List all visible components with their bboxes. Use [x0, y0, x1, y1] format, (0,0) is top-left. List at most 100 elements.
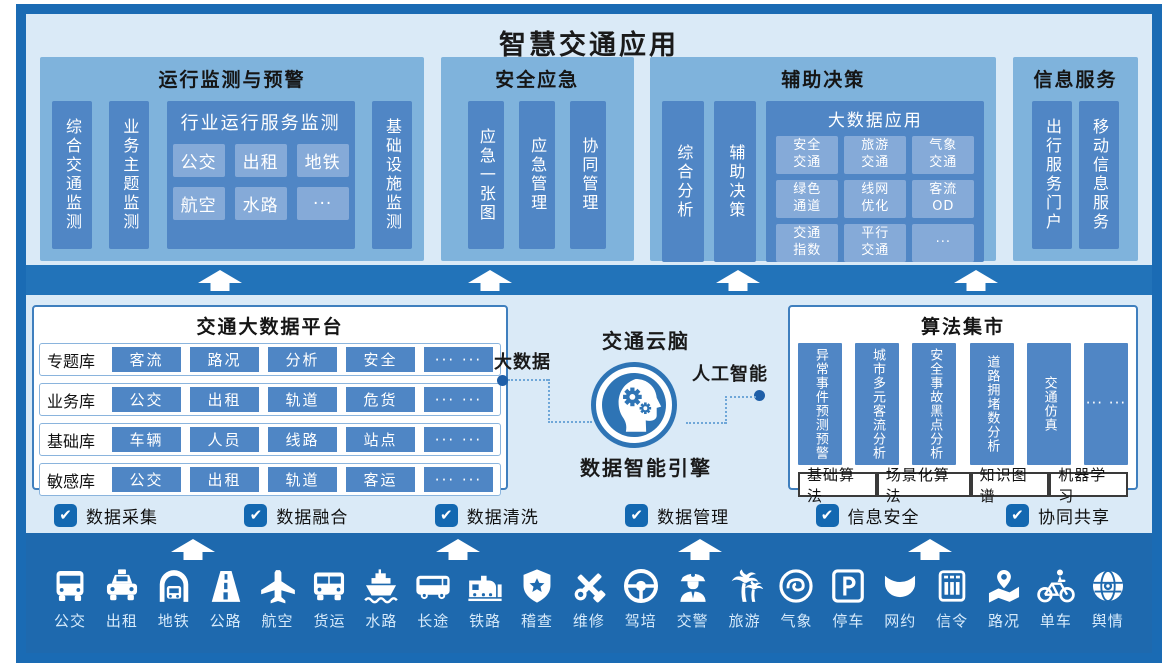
- up-arrow-icon: [468, 270, 512, 295]
- capability-label: 数据管理: [657, 507, 730, 528]
- source-label: 公交: [53, 612, 86, 630]
- chip: 路况: [190, 347, 259, 372]
- source-list: 公交出租地铁公路航空货运水路长途铁路稽查维修驾培交警旅游气象停车网约信令路况单车…: [26, 566, 1152, 631]
- dotted-connector: [725, 396, 756, 398]
- industry-service-monitoring-panel: 行业运行服务监测 公交出租地铁航空水路···: [166, 101, 355, 249]
- check-icon: ✔: [815, 503, 839, 527]
- panel-body: 应急一张图应急管理协同管理: [441, 101, 634, 261]
- source-label: 舆情: [1091, 612, 1124, 630]
- dotted-connector: [508, 379, 548, 381]
- chip-text: 指数: [793, 243, 822, 258]
- platform-layer: 交通大数据平台 专题库客流路况分析安全··· ···业务库公交出租轨道危货···…: [26, 295, 1152, 533]
- capability-item: ✔数据采集: [54, 503, 158, 528]
- chip: 出租: [190, 467, 259, 492]
- coach-icon: [414, 566, 452, 604]
- application-layer: 智慧交通应用 运行监测与预警 综合交通监测 业务主题监测 行业运行服务监测 公交…: [26, 14, 1152, 265]
- ship-icon: [362, 566, 400, 604]
- globe-icon: [1089, 566, 1127, 604]
- chip-text: 交通: [793, 155, 822, 170]
- source-item: 地铁: [150, 566, 198, 631]
- dotted-connector: [725, 396, 727, 424]
- plane-icon: [259, 566, 297, 604]
- pillar: 出行服务门户: [1031, 101, 1072, 249]
- data-source-layer: 公交出租地铁公路航空货运水路长途铁路稽查维修驾培交警旅游气象停车网约信令路况单车…: [26, 533, 1152, 653]
- chip: 线网优化: [844, 180, 907, 218]
- source-label: 出租: [105, 612, 138, 630]
- chip-text: 客流: [929, 182, 958, 198]
- chip-list: 公交出租轨道危货··· ···: [112, 387, 493, 412]
- capability-label: 数据清洗: [466, 507, 539, 528]
- check-icon: ✔: [244, 503, 268, 527]
- dotted-connector: [548, 421, 592, 423]
- capability-item: ✔数据清洗: [434, 503, 539, 528]
- algorithm-pillar: ··· ···: [1083, 343, 1128, 465]
- chip-grid: 公交出租地铁航空水路···: [167, 144, 355, 220]
- source-label: 水路: [365, 612, 398, 630]
- tools-icon: [570, 566, 608, 604]
- head-gears-icon: [602, 373, 666, 437]
- source-label: 航空: [261, 612, 294, 630]
- connector-dot: [754, 390, 765, 401]
- database-row: 基础库车辆人员线路站点··· ···: [39, 423, 501, 456]
- upper-arrow-band: [26, 265, 1152, 295]
- chip: 安全交通: [776, 136, 839, 174]
- database-name: 基础库: [47, 431, 96, 451]
- up-arrow-icon: [954, 270, 998, 295]
- source-item: 维修: [565, 566, 613, 631]
- dotted-connector: [548, 379, 550, 423]
- metro-icon: [155, 566, 193, 604]
- capability-label: 数据融合: [276, 507, 349, 528]
- parking-icon: [829, 566, 867, 604]
- algorithm-pillar: 交通仿真: [1026, 343, 1071, 465]
- chip: 安全: [346, 347, 415, 372]
- database-row: 业务库公交出租轨道危货··· ···: [39, 383, 501, 416]
- bicycle-icon: [1037, 566, 1075, 604]
- source-label: 网约: [884, 612, 917, 630]
- taxi-icon: [103, 566, 141, 604]
- source-label: 旅游: [728, 612, 761, 630]
- chip-text: 交通: [929, 155, 958, 170]
- source-item: 稽查: [513, 566, 561, 631]
- algorithm-category-chip: 基础算法: [798, 466, 877, 505]
- engine-title: 数据智能引擎: [580, 456, 712, 480]
- signal-icon: [933, 566, 971, 604]
- source-item: 出租: [98, 566, 146, 631]
- source-item: 路况: [980, 566, 1028, 631]
- pillar: 综合分析: [662, 101, 705, 262]
- traffic-bigdata-platform: 交通大数据平台 专题库客流路况分析安全··· ···业务库公交出租轨道危货···…: [32, 305, 508, 496]
- chip: 绿色通道: [776, 180, 839, 218]
- page-title: 智慧交通应用: [499, 30, 679, 61]
- source-label: 路况: [988, 612, 1021, 630]
- database-name: 专题库: [47, 351, 96, 371]
- pillar: 辅助决策: [714, 101, 757, 262]
- up-arrow-icon: [716, 270, 760, 295]
- chip: 轨道: [268, 387, 337, 412]
- application-panels: 运行监测与预警 综合交通监测 业务主题监测 行业运行服务监测 公交出租地铁航空水…: [26, 57, 1152, 262]
- chip-text: 线网: [861, 182, 890, 198]
- capability-row: ✔数据采集 ✔ 数据融合 ✔数据清洗 ✔数据管理 ✔ 信息安全 ✔协同共享: [26, 499, 1152, 531]
- capability-item: ✔数据管理: [625, 503, 729, 528]
- source-item: 水路: [357, 566, 405, 631]
- capability-label: 信息安全: [847, 507, 920, 528]
- capability-item: ✔协同共享: [1005, 503, 1110, 528]
- up-arrow-icon: [436, 539, 480, 564]
- source-label: 稽查: [521, 612, 554, 630]
- panel-title: 辅助决策: [781, 69, 866, 91]
- chip: 人员: [190, 427, 259, 452]
- chip-text: 交通: [793, 226, 822, 242]
- source-item: 航空: [254, 566, 302, 631]
- chip-text: ···: [935, 234, 952, 250]
- chip-text: 旅游: [861, 138, 890, 154]
- database-rows: 专题库客流路况分析安全··· ···业务库公交出租轨道危货··· ···基础库车…: [39, 343, 501, 496]
- source-item: 舆情: [1084, 566, 1132, 631]
- chip: 航空: [172, 187, 225, 220]
- chip: 客运: [346, 467, 415, 492]
- highway-icon: [207, 566, 245, 604]
- brain-title: 交通云脑: [602, 329, 690, 353]
- chip: ···: [296, 187, 349, 220]
- chip: 交通指数: [776, 224, 839, 262]
- up-arrow-icon: [678, 539, 722, 564]
- ride-hailing-icon: [881, 566, 919, 604]
